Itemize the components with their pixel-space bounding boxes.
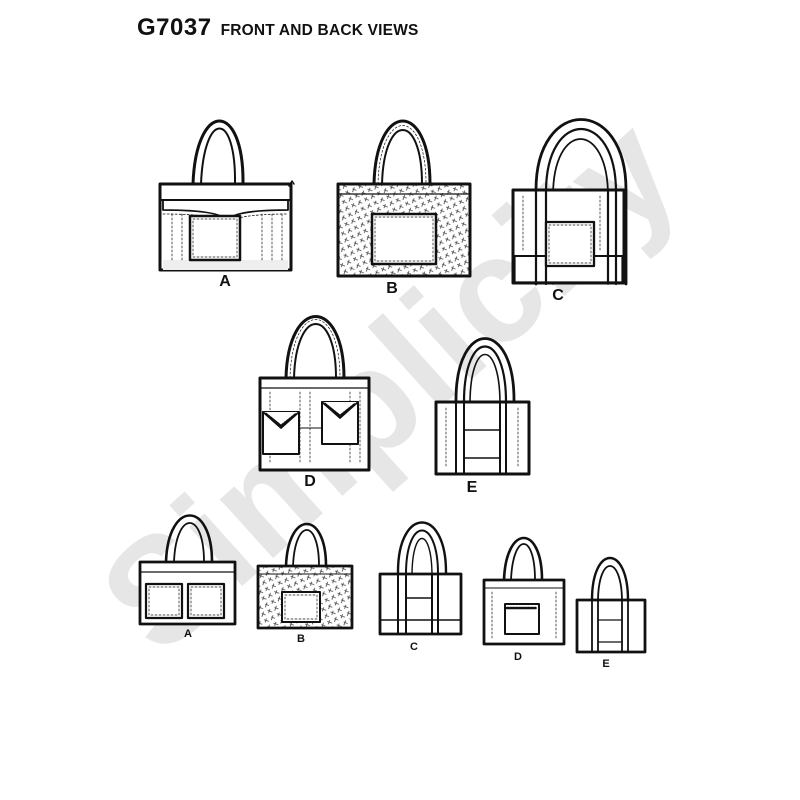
view-label: D [304,473,316,490]
view-label: A [219,273,231,290]
view-label: C [410,641,418,653]
pattern-number: G7037 [137,14,212,41]
view-label: B [297,633,305,645]
pattern-header: G7037 FRONT AND BACK VIEWS [137,14,419,42]
view-label: E [467,479,478,496]
view-label: E [602,658,609,670]
view-label: C [552,287,564,304]
view-a-large [158,119,295,272]
view-d-small [482,536,566,646]
view-b-small [256,522,354,630]
view-e-large [434,337,531,476]
view-e-small [575,557,647,654]
view-b-large [336,119,472,278]
view-c-small [378,521,463,636]
view-c-large [511,118,628,286]
view-label: D [514,651,522,663]
view-a-small [138,514,237,626]
view-label: B [386,280,398,297]
view-label: A [184,628,192,640]
views-title: FRONT AND BACK VIEWS [220,22,419,39]
view-d-large [258,315,371,472]
